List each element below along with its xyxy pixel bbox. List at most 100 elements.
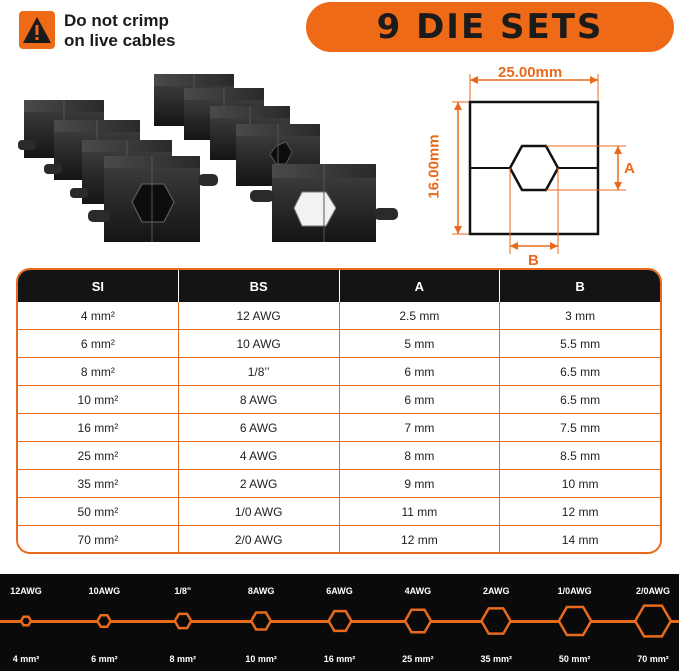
table-header-row: SI BS A B xyxy=(18,270,660,302)
cell-si: 70 mm² xyxy=(18,526,179,552)
gauge-mm-label: 16 mm² xyxy=(323,654,356,664)
cell-bs: 6 AWG xyxy=(178,414,340,442)
gauge-item: 8AWG 10 mm² xyxy=(231,574,291,671)
cell-b: 5.5 mm xyxy=(500,330,660,358)
cell-b: 3 mm xyxy=(500,302,660,330)
warning-notice: Do not crimp on live cables xyxy=(18,8,238,54)
cell-a: 5 mm xyxy=(339,330,501,358)
hexagon-icon xyxy=(19,615,33,627)
cell-si: 25 mm² xyxy=(18,442,179,470)
cell-si: 50 mm² xyxy=(18,498,179,526)
cell-si: 4 mm² xyxy=(18,302,179,330)
cell-bs: 12 AWG xyxy=(178,302,340,330)
cell-b: 6.5 mm xyxy=(500,358,660,386)
gauge-item: 1/0AWG 50 mm² xyxy=(545,574,605,671)
cell-si: 10 mm² xyxy=(18,386,179,414)
header-bs: BS xyxy=(179,270,340,302)
cell-b: 8.5 mm xyxy=(500,442,660,470)
cell-b: 14 mm xyxy=(561,533,599,547)
gauge-item: 6AWG 16 mm² xyxy=(310,574,370,671)
hexagon-icon xyxy=(249,611,273,631)
die-block xyxy=(88,156,218,242)
cell-a: 7 mm xyxy=(339,414,501,442)
warning-text: Do not crimp on live cables xyxy=(64,11,176,51)
title-banner: 9 DIE SETS xyxy=(306,2,674,52)
cell-a: 6 mm xyxy=(339,358,501,386)
cell-a: 12 mm xyxy=(340,526,501,552)
cell-a: 2.5 mm xyxy=(339,302,501,330)
gauge-item: 10AWG 6 mm² xyxy=(74,574,134,671)
cell-bs: 8 AWG xyxy=(178,386,340,414)
gauge-mm-label: 10 mm² xyxy=(245,654,277,664)
cell-bs: 10 AWG xyxy=(178,330,340,358)
cell-a: 11 mm xyxy=(339,498,501,526)
gauge-awg-label: 2AWG xyxy=(482,586,510,596)
hexagon-icon xyxy=(480,607,513,635)
warning-line-1: Do not crimp xyxy=(64,11,169,30)
warning-line-2: on live cables xyxy=(64,31,176,50)
cell-b: 12 mm xyxy=(500,498,660,526)
cell-bs: 4 AWG xyxy=(178,442,340,470)
cell-a: 6 mm xyxy=(339,386,501,414)
a-dimension-label: A xyxy=(624,160,635,177)
gauge-awg-label: 8AWG xyxy=(247,586,275,596)
cell-bs: 2/0 AWG xyxy=(179,526,340,552)
warning-triangle-icon xyxy=(19,11,55,49)
hexagon-icon xyxy=(173,612,193,630)
gauge-item: 2AWG 35 mm² xyxy=(466,574,526,671)
die-sets-illustration xyxy=(18,74,398,242)
gauge-strip: 12AWG 4 mm² 10AWG 6 mm² 1/8" 8 mm² 8AWG 10 mm² 6… xyxy=(0,574,679,671)
hexagon-icon xyxy=(326,609,353,633)
cell-a: 9 mm xyxy=(339,470,501,498)
gauge-mm-label: 4 mm² xyxy=(12,654,40,664)
cell-b: 6.5 mm xyxy=(500,386,660,414)
cell-a: 8 mm xyxy=(339,442,501,470)
header-si: SI xyxy=(18,270,179,302)
cell-bs: 2 AWG xyxy=(178,470,340,498)
height-dimension-label: 16.00mm xyxy=(425,134,443,199)
gauge-awg-label: 2/0AWG xyxy=(635,586,670,596)
hexagon-icon xyxy=(633,604,673,638)
gauge-awg-label: 10AWG xyxy=(88,586,121,596)
cell-b: 7.5 mm xyxy=(500,414,660,442)
b-dimension-label: B xyxy=(528,252,539,269)
die-dimension-diagram: 25.00mm 16.00mm A B xyxy=(425,56,668,276)
die-block xyxy=(250,164,398,242)
cell-bs: 1/0 AWG xyxy=(178,498,340,526)
gauge-mm-label: 35 mm² xyxy=(480,654,512,664)
cell-bs: 1/8’’ xyxy=(178,358,340,386)
hexagon-icon xyxy=(96,614,113,628)
cell-si: 8 mm² xyxy=(18,358,179,386)
gauge-awg-label: 1/8" xyxy=(174,586,192,596)
gauge-awg-label: 6AWG xyxy=(326,586,353,596)
gauge-mm-label: 50 mm² xyxy=(558,654,591,664)
gauge-awg-label: 12AWG xyxy=(10,586,42,596)
gauge-item: 1/8" 8 mm² xyxy=(153,574,213,671)
gauge-mm-label: 25 mm² xyxy=(402,654,434,664)
cell-si: 6 mm² xyxy=(18,330,179,358)
hexagon-icon xyxy=(403,608,433,634)
gauge-mm-label: 70 mm² xyxy=(637,654,669,664)
gauge-mm-label: 6 mm² xyxy=(91,654,118,664)
cell-si: 35 mm² xyxy=(18,470,179,498)
hexagon-icon xyxy=(556,605,593,637)
die-dimension-drawing xyxy=(452,74,626,254)
header-a: A xyxy=(340,270,501,302)
gauge-item: 12AWG 4 mm² xyxy=(0,574,56,671)
gauge-awg-label: 1/0AWG xyxy=(557,586,592,596)
banner-title: 9 DIE SETS xyxy=(376,7,604,47)
gauge-mm-label: 8 mm² xyxy=(169,654,196,664)
gauge-item: 2/0AWG 70 mm² xyxy=(623,574,679,671)
cell-b: 10 mm xyxy=(500,470,660,498)
